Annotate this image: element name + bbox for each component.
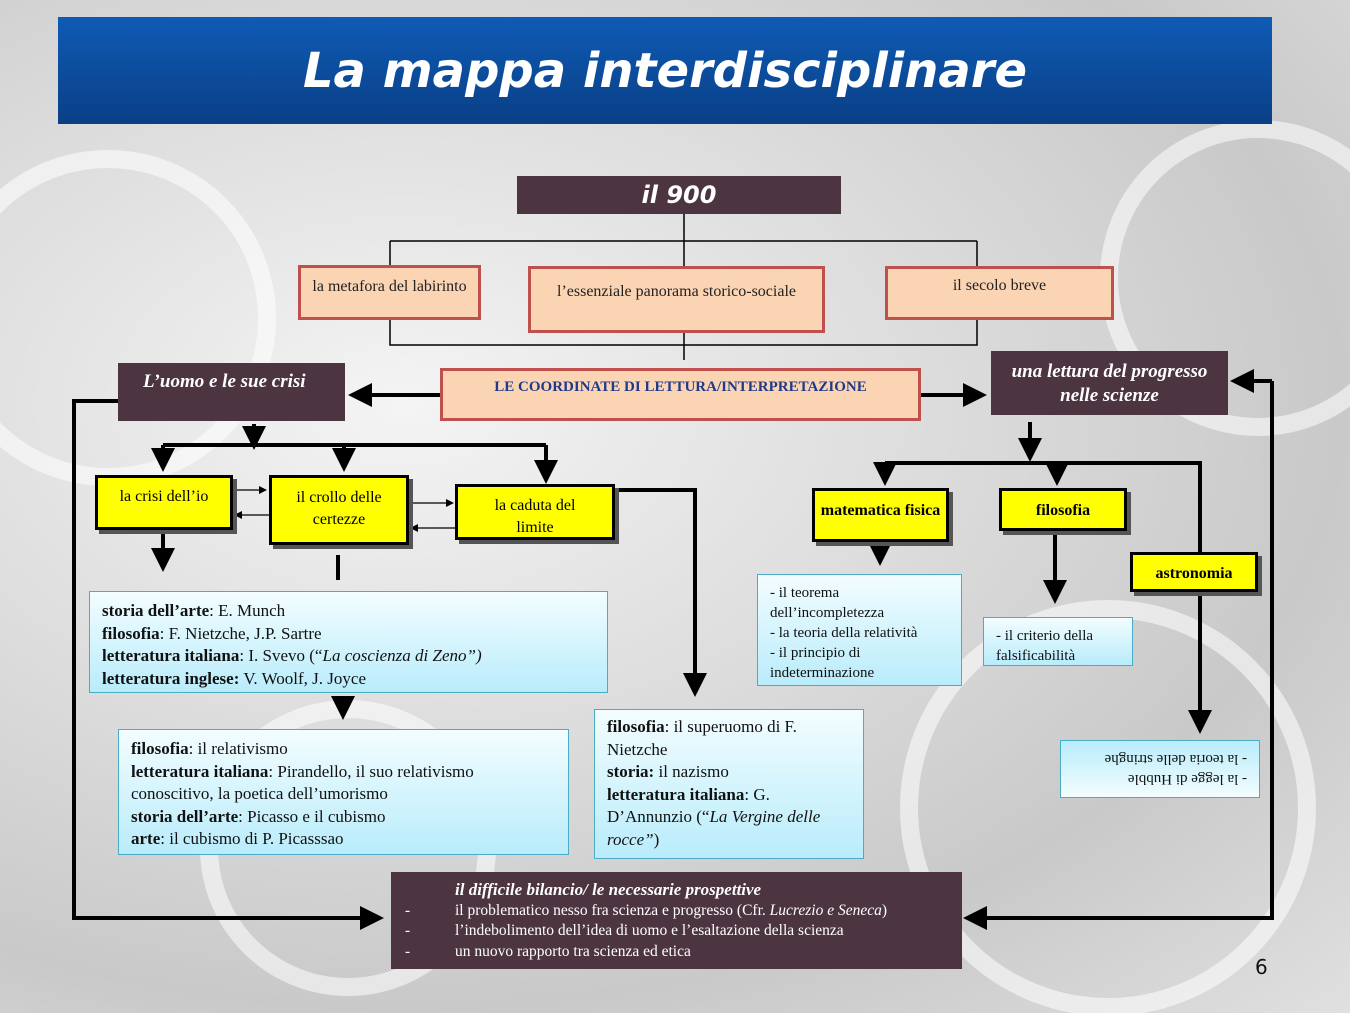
root-label: il 900 bbox=[641, 181, 717, 209]
text: storia dell’arte bbox=[131, 806, 239, 826]
text: : F. Nietzche, J.P. Sartre bbox=[159, 623, 322, 643]
box-label: la metafora del labirinto bbox=[312, 278, 467, 295]
box-label: l’essenziale panorama storico-sociale bbox=[557, 283, 796, 300]
text: - il teorema dell’incompletezza bbox=[770, 585, 885, 621]
box-progresso-scienze: una lettura del progresso nelle scienze bbox=[991, 351, 1228, 415]
text: storia: bbox=[607, 762, 655, 781]
text: : il cubismo di P. Picasssao bbox=[160, 829, 344, 848]
box-label: matematica fisica bbox=[820, 502, 941, 519]
slide-title: La mappa interdisciplinare bbox=[302, 42, 1028, 99]
text: filosofia bbox=[607, 717, 665, 736]
box-nietzsche: filosofia: il superuomo di F. Nietzche s… bbox=[594, 709, 864, 859]
text: ) bbox=[653, 829, 660, 849]
page-number: 6 bbox=[1255, 955, 1268, 979]
text: l’indebolimento dell’idea di uomo e l’es… bbox=[455, 922, 844, 939]
box-label: il secolo breve bbox=[952, 277, 1047, 294]
text: - bbox=[405, 901, 411, 919]
text: : il superuomo di F. Nietzche bbox=[607, 717, 797, 759]
text: - la teoria della relatività bbox=[770, 625, 918, 641]
box-bilancio: il difficile bilancio/ le necessarie pro… bbox=[391, 872, 962, 969]
text: - la teoria delle stringhe bbox=[1104, 751, 1247, 767]
box-label: astronomia bbox=[1155, 565, 1233, 582]
box-pirandello: filosofia: il relativismo letteratura it… bbox=[118, 729, 569, 855]
box-label: la crisi dell’io bbox=[119, 488, 209, 505]
box-math-topics: - il teorema dell’incompletezza - la teor… bbox=[757, 574, 962, 686]
box-coordinate: LE COORDINATE DI LETTURA/INTERPRETAZIONE bbox=[440, 368, 921, 421]
title-bar: La mappa interdisciplinare bbox=[58, 17, 1272, 124]
box-uomo-crisi: L’uomo e le sue crisi bbox=[118, 363, 345, 421]
box-panorama: l’essenziale panorama storico-sociale bbox=[528, 266, 825, 333]
box-astronomia: astronomia bbox=[1130, 552, 1258, 592]
box-label: filosofia bbox=[1035, 502, 1091, 519]
text: - il criterio della falsificabilità bbox=[996, 628, 1094, 664]
text: La Vergine delle rocce” bbox=[607, 807, 821, 849]
box-philo-topics: - il criterio della falsificabilità bbox=[983, 617, 1133, 666]
box-label: LE COORDINATE DI LETTURA/INTERPRETAZIONE bbox=[494, 379, 867, 395]
text: - bbox=[405, 922, 411, 939]
box-caduta-limite: la caduta del limite bbox=[455, 484, 615, 540]
root-box: il 900 bbox=[517, 176, 841, 214]
text: ) bbox=[881, 901, 888, 919]
text: filosofia bbox=[131, 739, 189, 758]
text: : Picasso e il cubismo bbox=[238, 806, 386, 826]
text: : E. Munch bbox=[209, 601, 286, 620]
text: letteratura italiana bbox=[102, 646, 240, 665]
box-label: la caduta del limite bbox=[494, 497, 576, 536]
text: : il relativismo bbox=[188, 739, 288, 758]
text: letteratura italiana bbox=[131, 761, 269, 781]
text: letteratura inglese: bbox=[102, 668, 240, 688]
box-matematica-fisica: matematica fisica bbox=[812, 488, 949, 542]
box-secolo-breve: il secolo breve bbox=[885, 266, 1114, 320]
text: - il principio di indeterminazione bbox=[770, 645, 875, 681]
box-crisi-io: la crisi dell’io bbox=[95, 475, 233, 530]
text: : Pirandello, il suo relativismo conosci… bbox=[131, 761, 474, 804]
text: : I. Svevo (“ bbox=[239, 646, 323, 665]
box-munch: storia dell’arte: E. Munch filosofia: F.… bbox=[89, 591, 608, 693]
box-filosofia: filosofia bbox=[999, 488, 1127, 531]
text: Lucrezio e Seneca bbox=[769, 901, 882, 919]
text: V. Woolf, J. Joyce bbox=[239, 668, 366, 688]
box-labirinto: la metafora del labirinto bbox=[298, 265, 481, 320]
bilancio-heading: il difficile bilancio/ le necessarie pro… bbox=[455, 880, 762, 899]
box-label: il crollo delle certezze bbox=[296, 489, 382, 528]
text: letteratura italiana bbox=[607, 784, 745, 804]
box-label: L’uomo e le sue crisi bbox=[143, 371, 306, 392]
box-label: una lettura del progresso nelle scienze bbox=[1011, 361, 1208, 406]
text: il problematico nesso fra scienza e prog… bbox=[455, 901, 770, 919]
text: : G. D’Annunzio (“ bbox=[607, 784, 770, 827]
text: storia dell’arte bbox=[102, 601, 210, 620]
text: arte bbox=[131, 829, 161, 848]
text: La coscienza di Zeno”) bbox=[322, 646, 482, 665]
text: un nuovo rapporto tra scienza ed etica bbox=[455, 942, 691, 960]
text: - bbox=[405, 942, 411, 960]
box-crollo-certezze: il crollo delle certezze bbox=[269, 475, 409, 545]
box-astro-topics: - la legge di Hubble - la teoria delle st… bbox=[1060, 740, 1260, 798]
text: filosofia bbox=[102, 623, 160, 643]
text: - la legge di Hubble bbox=[1127, 771, 1247, 787]
text: il nazismo bbox=[654, 762, 729, 781]
